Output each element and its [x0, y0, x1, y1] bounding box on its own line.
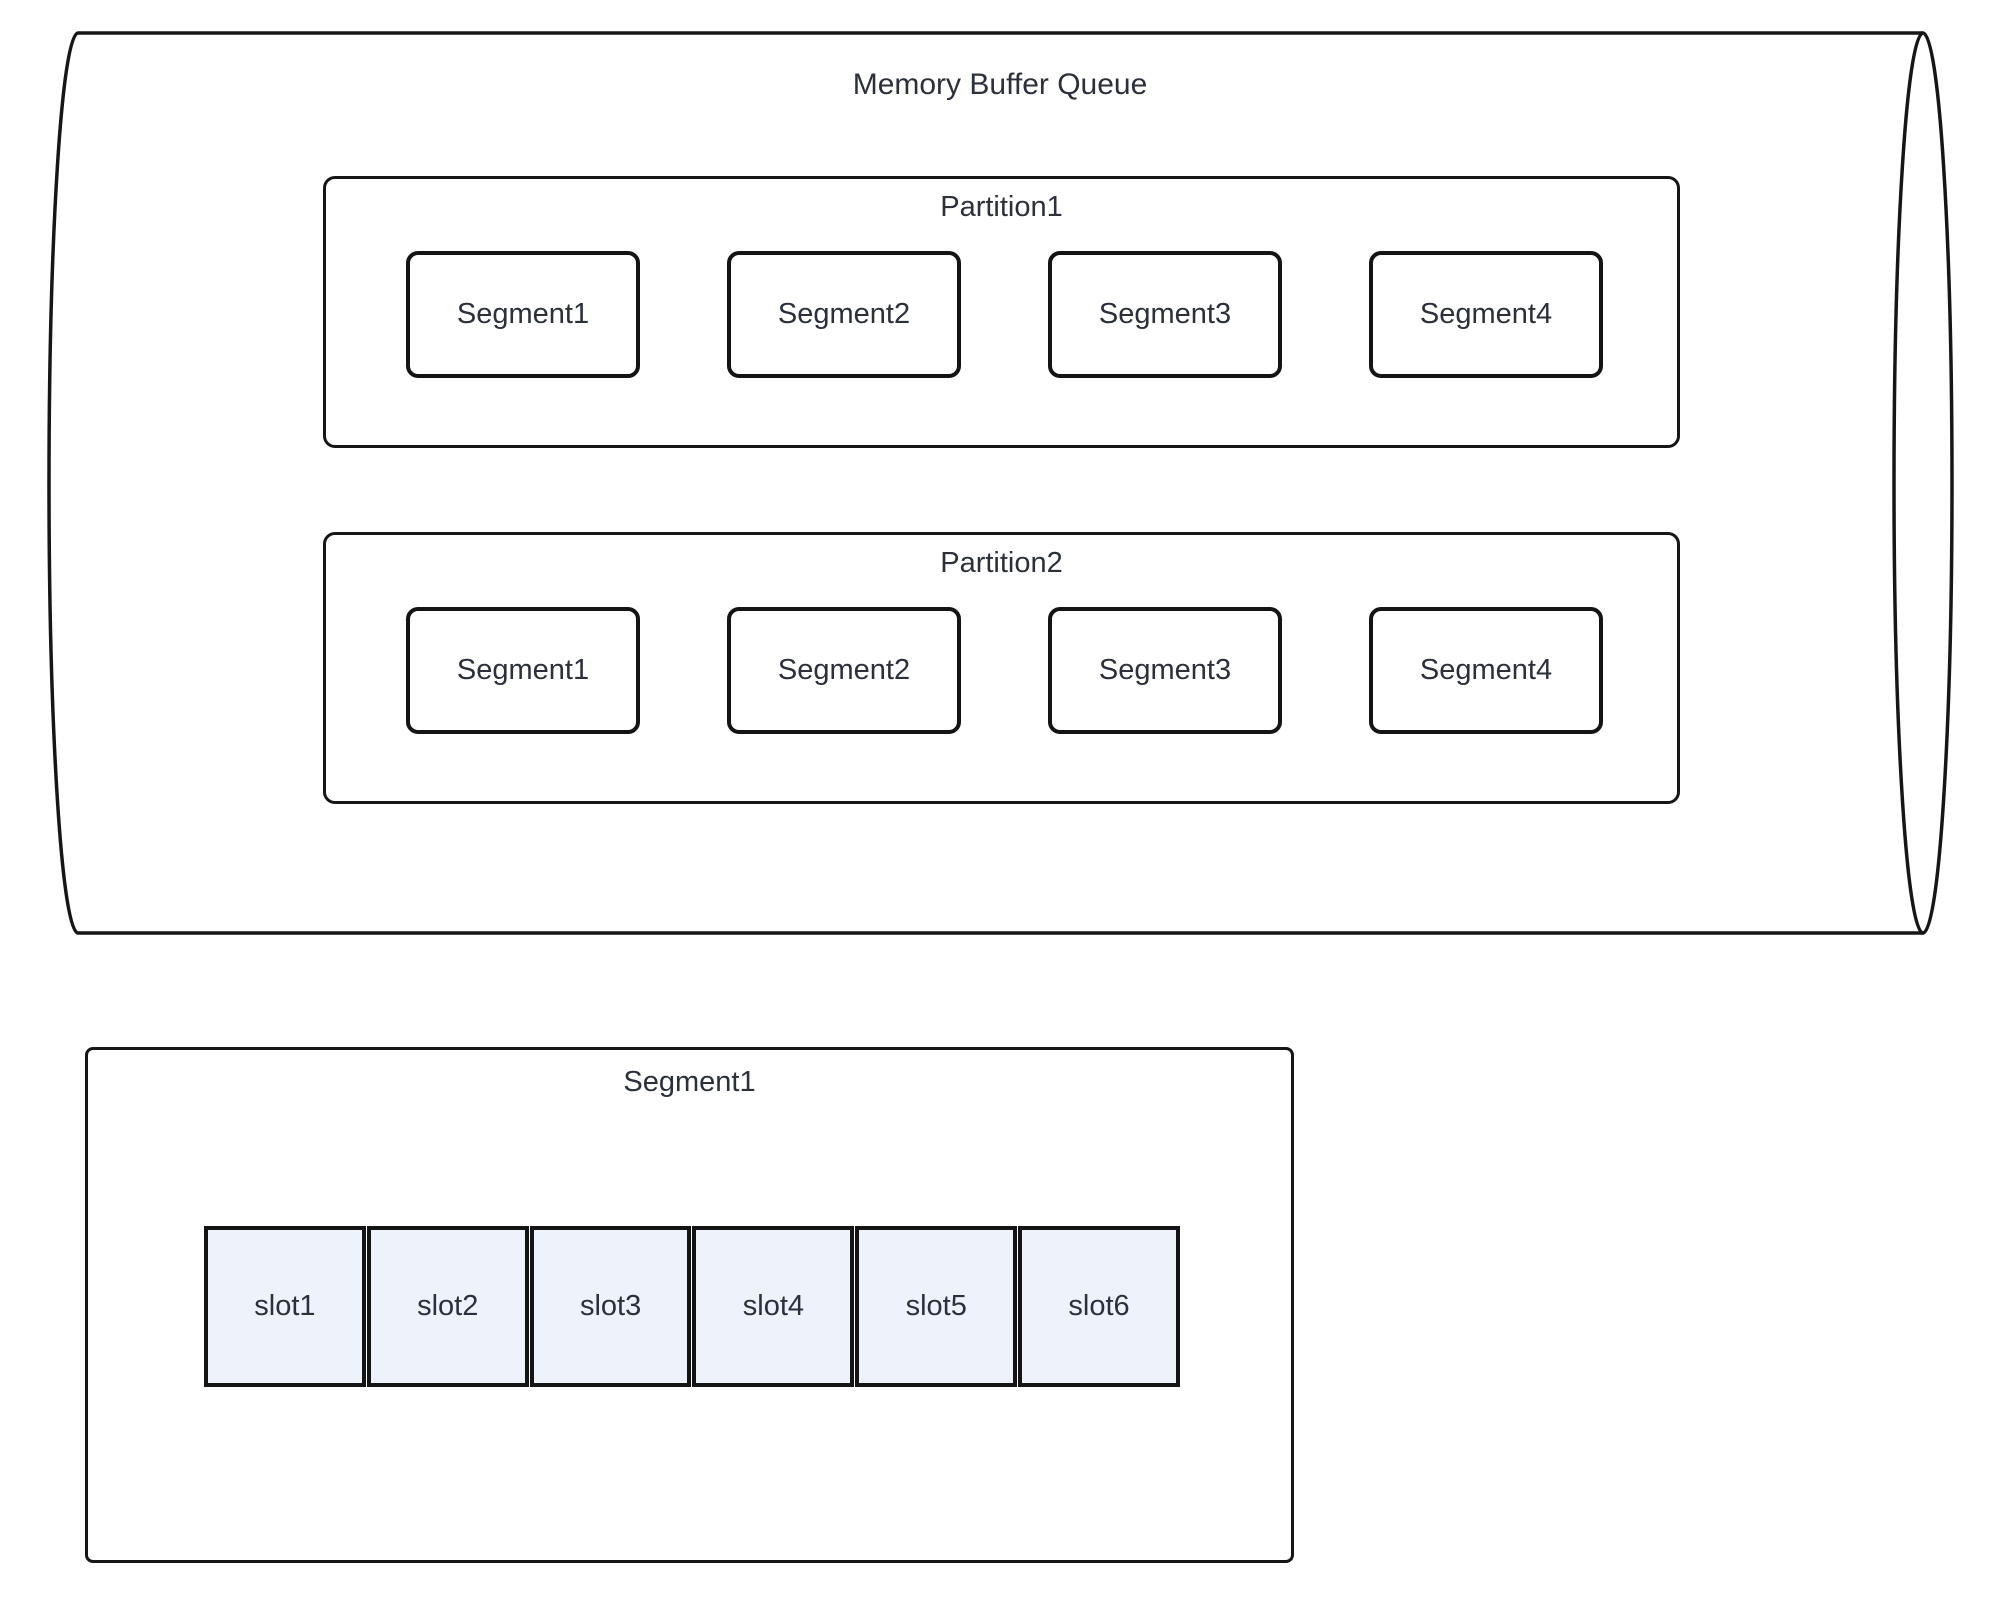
partition2-box: Partition2 Segment1 Segment2 Segment3 Se…	[323, 532, 1680, 804]
slot3-cell: slot3	[529, 1226, 692, 1387]
partition1-segment4-node: Segment4	[1369, 251, 1603, 378]
slot-row: slot1 slot2 slot3 slot4 slot5 slot6	[204, 1226, 1180, 1387]
queue-title: Memory Buffer Queue	[852, 68, 1148, 101]
slot4-cell: slot4	[692, 1226, 855, 1387]
cylinder-left-bulge	[47, 31, 79, 935]
partition2-segment2-node: Segment2	[727, 607, 961, 734]
partition2-label: Partition2	[940, 547, 1063, 579]
cylinder-right-cap	[1892, 31, 1954, 935]
slot5-cell: slot5	[855, 1226, 1018, 1387]
segment-detail-box: Segment1 slot1 slot2 slot3 slot4 slot5 s…	[85, 1047, 1294, 1563]
partition1-segment3-node: Segment3	[1048, 251, 1282, 378]
slot2-cell: slot2	[366, 1226, 529, 1387]
partition1-segment2-node: Segment2	[727, 251, 961, 378]
partition1-segment1-node: Segment1	[406, 251, 640, 378]
slot1-cell: slot1	[204, 1226, 366, 1387]
partition1-box: Partition1 Segment1 Segment2 Segment3 Se…	[323, 176, 1680, 448]
segment-detail-label: Segment1	[623, 1066, 756, 1098]
partition2-segment3-node: Segment3	[1048, 607, 1282, 734]
partition2-segment4-node: Segment4	[1369, 607, 1603, 734]
partition2-segment1-node: Segment1	[406, 607, 640, 734]
partition1-label: Partition1	[940, 191, 1063, 223]
slot6-cell: slot6	[1018, 1226, 1180, 1387]
